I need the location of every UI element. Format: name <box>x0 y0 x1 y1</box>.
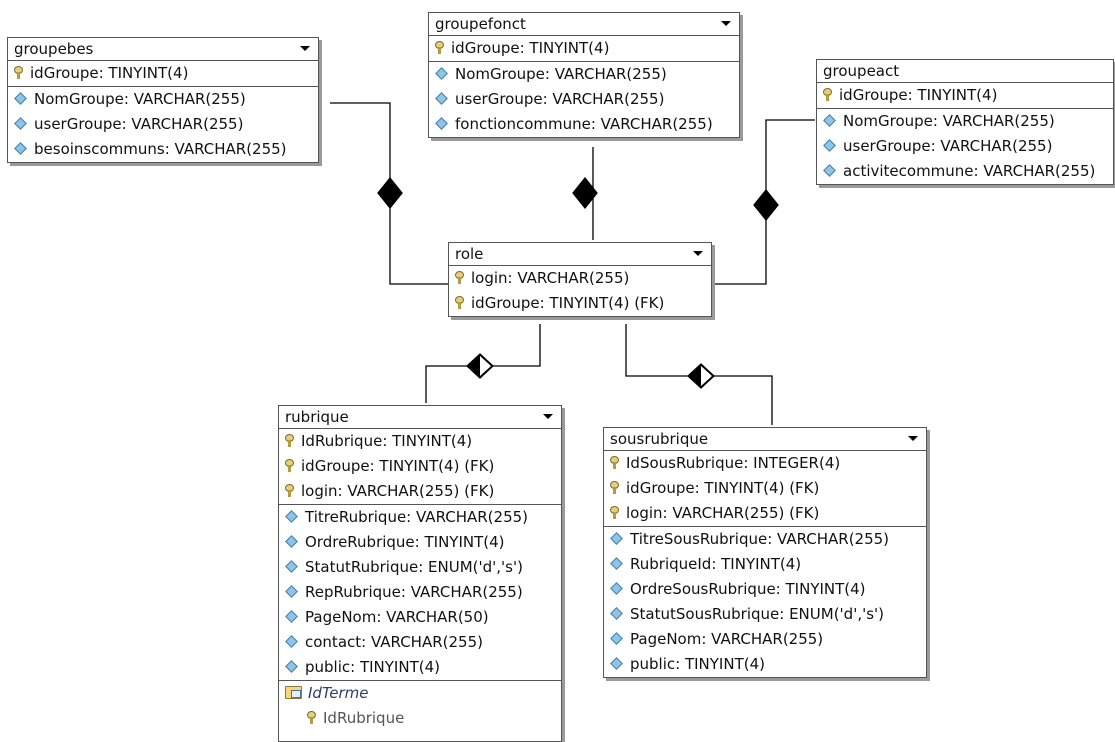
column-row: userGroupe: VARCHAR(255) <box>8 112 318 137</box>
column-row: activitecommune: VARCHAR(255) <box>817 159 1113 184</box>
folder-icon <box>285 686 302 699</box>
column-icon <box>823 139 836 152</box>
key-icon <box>435 41 444 54</box>
column-row: public: TINYINT(4) <box>604 652 926 677</box>
column-row: NomGroupe: VARCHAR(255) <box>429 61 739 87</box>
column-row: OrdreRubrique: TINYINT(4) <box>279 530 561 555</box>
chevron-down-icon[interactable] <box>908 436 918 441</box>
column-row: idGroupe: TINYINT(4) <box>817 83 1113 108</box>
table-name: role <box>455 245 484 263</box>
column-row: login: VARCHAR(255) (FK) <box>604 501 926 526</box>
index-member-row: IdRubrique <box>279 706 561 731</box>
key-icon <box>610 456 619 469</box>
column-row: idGroupe: TINYINT(4) (FK) <box>604 476 926 501</box>
column-row: StatutSousRubrique: ENUM('d','s') <box>604 602 926 627</box>
column-row: userGroupe: VARCHAR(255) <box>817 134 1113 159</box>
column-row: login: VARCHAR(255) (FK) <box>279 479 561 504</box>
column-icon <box>285 535 298 548</box>
table-groupeact[interactable]: groupeact idGroupe: TINYINT(4) NomGroupe… <box>816 59 1114 185</box>
column-row: idGroupe: TINYINT(4) <box>8 61 318 86</box>
column-row: public: TINYINT(4) <box>279 655 561 680</box>
table-name: groupefonct <box>435 15 526 33</box>
column-icon <box>823 164 836 177</box>
column-row: login: VARCHAR(255) <box>449 266 711 291</box>
chevron-down-icon[interactable] <box>693 251 703 256</box>
column-row: PageNom: VARCHAR(50) <box>279 605 561 630</box>
column-row: PageNom: VARCHAR(255) <box>604 627 926 652</box>
diamond-groupefonct <box>572 176 598 210</box>
table-name: groupeact <box>823 62 900 80</box>
table-header[interactable]: groupefonct <box>429 13 739 36</box>
column-icon <box>823 114 836 127</box>
table-rubrique[interactable]: rubrique IdRubrique: TINYINT(4) idGroupe… <box>278 405 562 742</box>
table-name: sousrubrique <box>610 430 709 448</box>
index-row[interactable]: IdTerme <box>279 680 561 706</box>
column-icon <box>14 142 27 155</box>
column-row: NomGroupe: VARCHAR(255) <box>817 108 1113 134</box>
column-icon <box>610 657 623 670</box>
column-row: NomGroupe: VARCHAR(255) <box>8 86 318 112</box>
table-header[interactable]: groupeact <box>817 60 1113 83</box>
table-role[interactable]: role login: VARCHAR(255) idGroupe: TINYI… <box>448 242 712 317</box>
column-icon <box>610 532 623 545</box>
column-row: RepRubrique: VARCHAR(255) <box>279 580 561 605</box>
column-row: TitreSousRubrique: VARCHAR(255) <box>604 526 926 552</box>
key-icon <box>455 296 464 309</box>
column-icon <box>285 610 298 623</box>
chevron-down-icon[interactable] <box>721 21 731 26</box>
column-row: IdSousRubrique: INTEGER(4) <box>604 451 926 476</box>
key-icon <box>610 506 619 519</box>
key-icon <box>455 271 464 284</box>
column-row: IdRubrique: TINYINT(4) <box>279 429 561 454</box>
key-icon <box>285 484 294 497</box>
table-groupefonct[interactable]: groupefonct idGroupe: TINYINT(4) NomGrou… <box>428 12 740 138</box>
column-icon <box>610 607 623 620</box>
column-row: OrdreSousRubrique: TINYINT(4) <box>604 577 926 602</box>
table-name: rubrique <box>285 408 349 426</box>
column-row: idGroupe: TINYINT(4) (FK) <box>449 291 711 316</box>
column-icon <box>285 635 298 648</box>
column-row: StatutRubrique: ENUM('d','s') <box>279 555 561 580</box>
column-row: besoinscommuns: VARCHAR(255) <box>8 137 318 162</box>
key-icon <box>14 66 23 79</box>
column-row: fonctioncommune: VARCHAR(255) <box>429 112 739 137</box>
table-header[interactable]: groupebes <box>8 38 318 61</box>
table-header[interactable]: role <box>449 243 711 266</box>
column-icon <box>610 582 623 595</box>
key-icon <box>285 434 294 447</box>
column-icon <box>610 557 623 570</box>
diamond-groupeact <box>753 188 779 222</box>
column-icon <box>435 67 448 80</box>
column-row: TitreRubrique: VARCHAR(255) <box>279 504 561 530</box>
key-icon <box>285 459 294 472</box>
table-groupebes[interactable]: groupebes idGroupe: TINYINT(4) NomGroupe… <box>7 37 319 163</box>
column-row: RubriqueId: TINYINT(4) <box>604 552 926 577</box>
column-icon <box>285 560 298 573</box>
column-row: userGroupe: VARCHAR(255) <box>429 87 739 112</box>
table-name: groupebes <box>14 40 94 58</box>
column-icon <box>285 510 298 523</box>
column-icon <box>285 585 298 598</box>
column-icon <box>14 117 27 130</box>
table-header[interactable]: rubrique <box>279 406 561 429</box>
column-icon <box>435 117 448 130</box>
column-row: contact: VARCHAR(255) <box>279 630 561 655</box>
column-icon <box>610 632 623 645</box>
column-icon <box>435 92 448 105</box>
column-icon <box>285 660 298 673</box>
column-icon <box>14 92 27 105</box>
diamond-groupebes <box>377 176 403 210</box>
key-icon <box>823 88 832 101</box>
column-row: idGroupe: TINYINT(4) <box>429 36 739 61</box>
key-icon <box>610 481 619 494</box>
key-icon <box>307 711 316 724</box>
chevron-down-icon[interactable] <box>543 414 553 419</box>
table-sousrubrique[interactable]: sousrubrique IdSousRubrique: INTEGER(4) … <box>603 427 927 678</box>
column-row: idGroupe: TINYINT(4) (FK) <box>279 454 561 479</box>
chevron-down-icon[interactable] <box>300 46 310 51</box>
table-header[interactable]: sousrubrique <box>604 428 926 451</box>
